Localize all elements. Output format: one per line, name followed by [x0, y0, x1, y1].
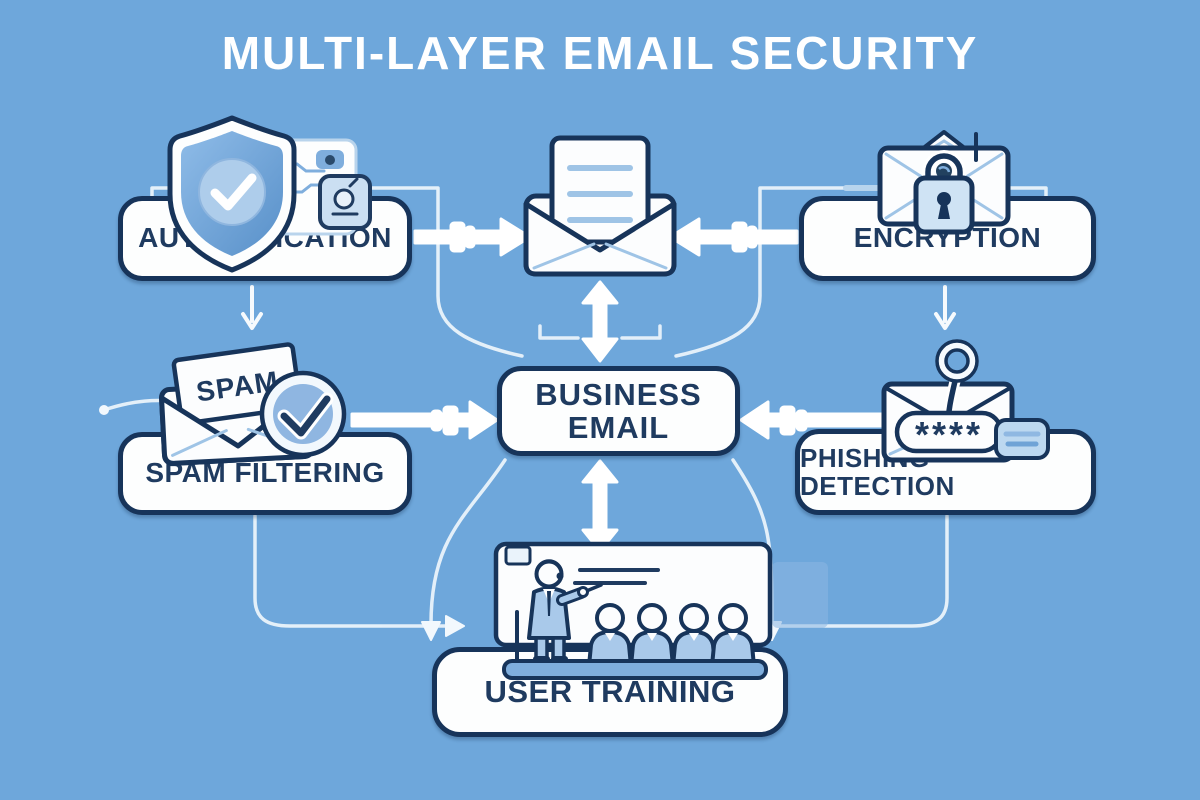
open-envelope-icon [523, 135, 677, 277]
board-text-lines [573, 568, 660, 585]
tie [547, 591, 551, 616]
node-phishing-detection: PHISHING DETECTION [795, 429, 1096, 515]
envelope-pocket [523, 201, 677, 277]
arrow-mail-business-email-vertical [581, 280, 619, 363]
envelope-flap-peak [906, 130, 982, 162]
node-authentication: AUTHENTICATION [118, 196, 412, 281]
headset [535, 559, 563, 571]
arrow-encryption-to-mail [668, 217, 799, 257]
authentication-label: AUTHENTICATION [138, 222, 392, 254]
page-title: MULTI-LAYER EMAIL SECURITY [221, 27, 979, 79]
arrow-authentication-to-spam [241, 285, 263, 330]
arrow-authentication-to-mail [413, 217, 532, 257]
rail-bracket-left [538, 324, 580, 340]
arrow-encryption-to-phishing [934, 285, 956, 330]
rail-email-sweep-left [429, 458, 507, 626]
rail-arrowhead-right [445, 615, 465, 637]
rail-arrowhead-left [743, 615, 763, 637]
encryption-label: ENCRYPTION [853, 222, 1042, 254]
user-training-label: USER TRAINING [484, 674, 736, 710]
pointer-stick [582, 583, 603, 594]
rail-bracket-right [620, 324, 662, 340]
thin-arrows [241, 285, 956, 330]
envelope-fold-lines [532, 242, 668, 270]
arrow-business-email-training-vertical [581, 459, 619, 553]
whiteboard [493, 541, 773, 648]
node-business-email: BUSINESS EMAIL [497, 366, 740, 456]
rail-arrowhead-down-left [421, 621, 441, 641]
spam-stamp-text: SPAM [194, 365, 280, 407]
phishing-detection-label: PHISHING DETECTION [800, 442, 955, 501]
spam-letter: SPAM [171, 342, 303, 426]
node-spam-filtering: SPAM FILTERING [118, 432, 412, 515]
envelope-back [523, 193, 677, 277]
rail-spam-to-training [253, 514, 448, 628]
rail-email-sweep-right [731, 458, 774, 626]
spam-filtering-label: SPAM FILTERING [145, 457, 385, 489]
rail-arrowhead-down-right [762, 621, 782, 641]
business-email-label-line2: EMAIL [567, 410, 670, 445]
rail-dot [99, 405, 109, 415]
letter-sheet [549, 135, 651, 245]
node-encryption: ENCRYPTION [799, 196, 1096, 281]
rail-phishing-to-training [760, 514, 949, 628]
node-user-training: USER TRAINING [432, 647, 788, 737]
business-email-label-line1: BUSINESS [535, 376, 702, 412]
rail-spam-stub [102, 398, 186, 412]
fishing-hook-icon [935, 339, 979, 437]
